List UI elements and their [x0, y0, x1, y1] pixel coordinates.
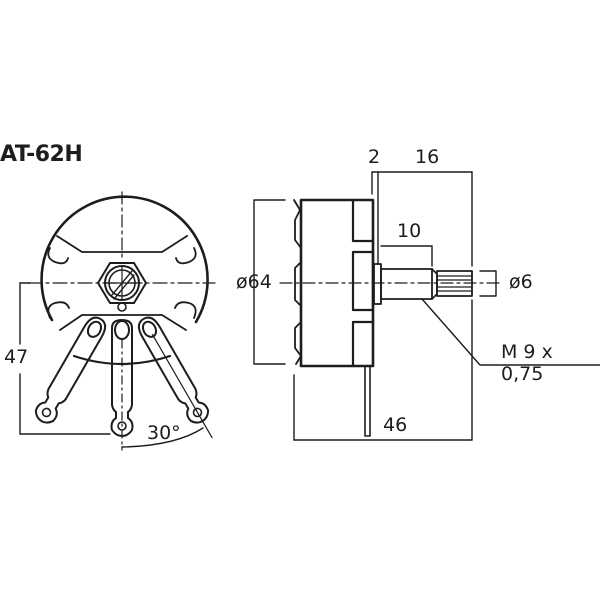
front-view: [19, 191, 216, 451]
dim-body-diameter: ø64: [236, 271, 272, 293]
side-view: [253, 171, 600, 441]
dim-thread-10: 10: [397, 220, 422, 242]
dim-height-47: 47: [4, 346, 29, 368]
dim-flange-2: 2: [368, 146, 381, 168]
dim-shaft-16: 16: [415, 146, 440, 168]
dim-overall-46: 46: [383, 414, 408, 436]
dim-angle-30: 30°: [147, 422, 181, 444]
model-title: AT-62H: [0, 142, 83, 167]
dim-shaft-diameter: ø6: [509, 271, 533, 293]
dim-thread-spec: M 9 x 0,75: [501, 341, 553, 385]
